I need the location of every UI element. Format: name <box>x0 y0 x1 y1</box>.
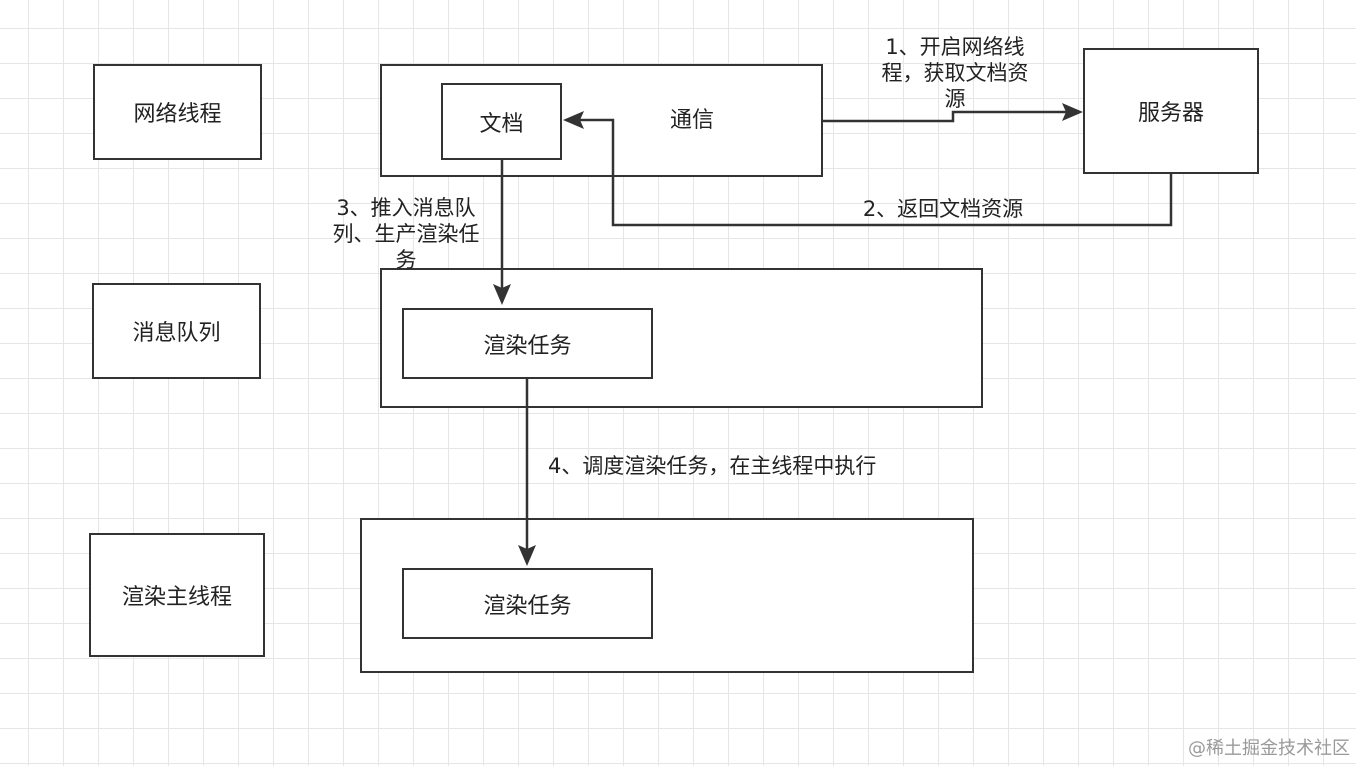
watermark: @稀土掘金技术社区 <box>1188 738 1350 759</box>
edge-request-document-arrowhead <box>1062 103 1083 121</box>
communication-label: 通信 <box>669 108 714 133</box>
lane-render-main-thread-label: 渲染主线程 <box>121 585 232 610</box>
main-render-task-label: 渲染任务 <box>483 593 572 619</box>
edge-request-document-label-line3: 源 <box>944 87 966 111</box>
edge-schedule-task-label: 4、调度渲染任务，在主线程中执行 <box>548 454 877 478</box>
queue-render-task-node: 渲染任务 <box>402 308 653 379</box>
edge-request-document-label-line1: 1、开启网络线 <box>885 35 1025 59</box>
edge-request-document <box>823 110 1078 123</box>
edge-request-document-label-line2: 程，获取文档资 <box>881 61 1029 85</box>
server-label: 服务器 <box>1137 101 1204 126</box>
edge-push-queue-label: 3、推入消息队 列、生产渲染任 务 <box>320 195 492 273</box>
main-render-task-node: 渲染任务 <box>402 568 653 639</box>
edge-push-queue-label-line3: 务 <box>395 248 417 272</box>
queue-render-task-label: 渲染任务 <box>483 333 572 359</box>
edge-request-document-label: 1、开启网络线 程，获取文档资 源 <box>860 34 1050 112</box>
edge-push-queue-label-line1: 3、推入消息队 <box>336 196 476 220</box>
edge-return-document-label: 2、返回文档资源 <box>862 197 1024 221</box>
document-node: 文档 <box>441 83 562 160</box>
edge-push-queue-label-line2: 列、生产渲染任 <box>332 222 480 246</box>
document-label: 文档 <box>479 111 524 137</box>
lane-network-thread: 网络线程 <box>93 64 262 160</box>
lane-network-thread-label: 网络线程 <box>133 102 222 127</box>
lane-message-queue: 消息队列 <box>92 283 261 379</box>
lane-message-queue-label: 消息队列 <box>132 321 221 346</box>
server-node: 服务器 <box>1083 48 1259 174</box>
lane-render-main-thread: 渲染主线程 <box>89 533 265 657</box>
